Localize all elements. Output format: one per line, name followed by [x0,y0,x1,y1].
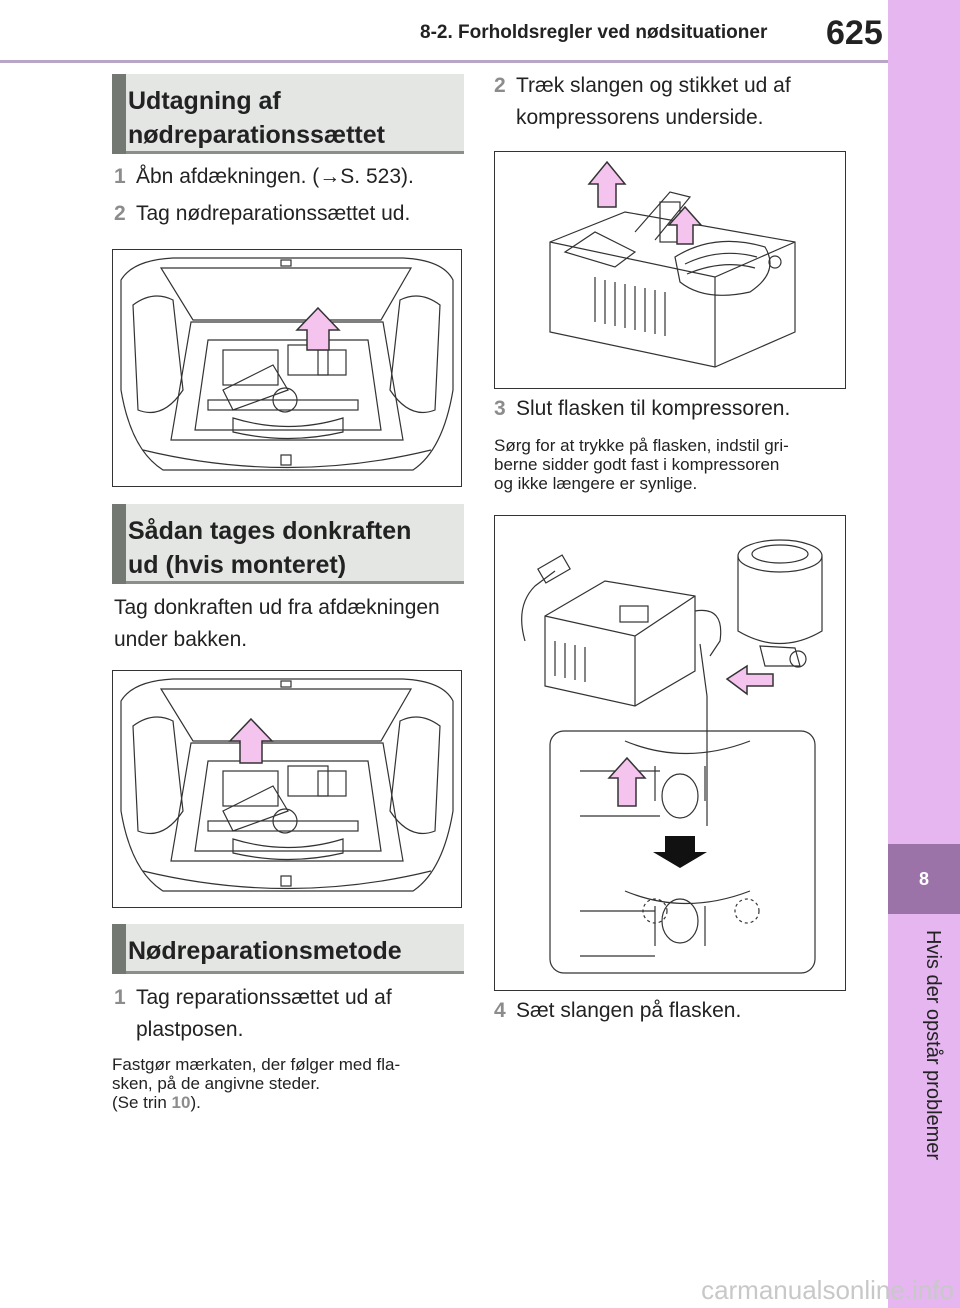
chapter-number-badge: 8 [888,844,960,914]
note-suffix: ). [190,1093,201,1112]
step-take-kit: 2 Tag nødreparationssættet ud. [114,198,464,230]
note-line: Fastgør mærkaten, der følger med fla- [112,1055,401,1074]
step-text: Slut flasken til kompressoren. [516,397,791,420]
step-number: 2 [494,74,506,97]
arrow-icon [607,664,774,807]
watermark: carmanualsonline.info [701,1275,954,1305]
step-take-out-of-bag: 1 Tag reparationssættet ud af plastposen. [114,982,464,1046]
step-number: 3 [494,397,506,420]
paragraph-jack: Tag donkraften ud fra afdækningen under … [114,596,440,651]
note-line: og ikke længere er synlige. [494,474,698,493]
trunk-diagram [120,678,454,892]
compressor-illustration [494,151,846,389]
step-text: Tag nødreparationssættet ud. [136,202,411,225]
trunk-illustration-jack [112,670,462,908]
trunk-diagram [120,257,454,471]
down-arrow-icon [653,836,707,868]
note-line: sken, på de angivne steder. [112,1074,320,1093]
section-heading-repair-method: Nødreparationsmetode [112,924,464,974]
section-header-title: 8-2. Forholdsregler ved nødsituationer [420,22,768,43]
section-heading-text: Udtagning af nødreparationssættet [128,87,385,149]
note-sticker: Fastgør mærkaten, der følger med fla- sk… [112,1055,464,1112]
step-number: 1 [114,165,126,188]
chapter-title: Hvis der opstår problemer [922,930,944,1161]
trunk-illustration-kit [112,249,462,487]
note-prefix: (Se trin [112,1093,172,1112]
up-arrow-icon [295,306,341,351]
step-text: Sæt slangen på flasken. [516,999,742,1022]
step-attach-hose: 4 Sæt slangen på flasken. [494,995,844,1027]
note-line: Sørg for at trykke på flasken, indstil g… [494,436,789,455]
step-open-cover: 1 Åbn afdækningen. (→S. 523). [114,161,464,193]
section-heading-text: Sådan tages donkraften ud (hvis monteret… [128,517,412,579]
note-line-ref: (Se trin 10). [112,1093,464,1112]
up-arrow-icon [587,160,703,245]
compressor-diagram [549,160,796,368]
page-number: 625 [826,14,883,52]
step-number: 2 [114,202,126,225]
up-arrow-icon [228,717,274,764]
step-pull-hose: 2 Træk slangen og stikket ud af kompresso… [494,70,844,134]
chapter-side-tab [888,0,960,1308]
note-press-bottle: Sørg for at trykke på flasken, indstil g… [494,436,846,493]
note-line: berne sidder godt fast i kompressoren [494,455,780,474]
step-text: Træk slangen og stikket ud af kompressor… [516,74,791,129]
step-reference: 10 [171,1093,191,1112]
step-number: 1 [114,986,126,1009]
bottle-connection-illustration [494,515,846,991]
section-heading-jack: Sådan tages donkraften ud (hvis monteret… [112,504,464,584]
section-heading-text: Nødreparationsmetode [128,937,402,965]
step-connect-bottle: 3 Slut flasken til kompressoren. [494,393,844,425]
bottle-connection-diagram [521,539,823,974]
section-heading-removal: Udtagning af nødreparationssættet [112,74,464,154]
step-number: 4 [494,999,506,1022]
step-text: Tag reparationssættet ud af plastposen. [136,986,392,1041]
header-rule [0,60,888,63]
step-text: Åbn afdækningen. (→S. 523). [136,165,414,188]
